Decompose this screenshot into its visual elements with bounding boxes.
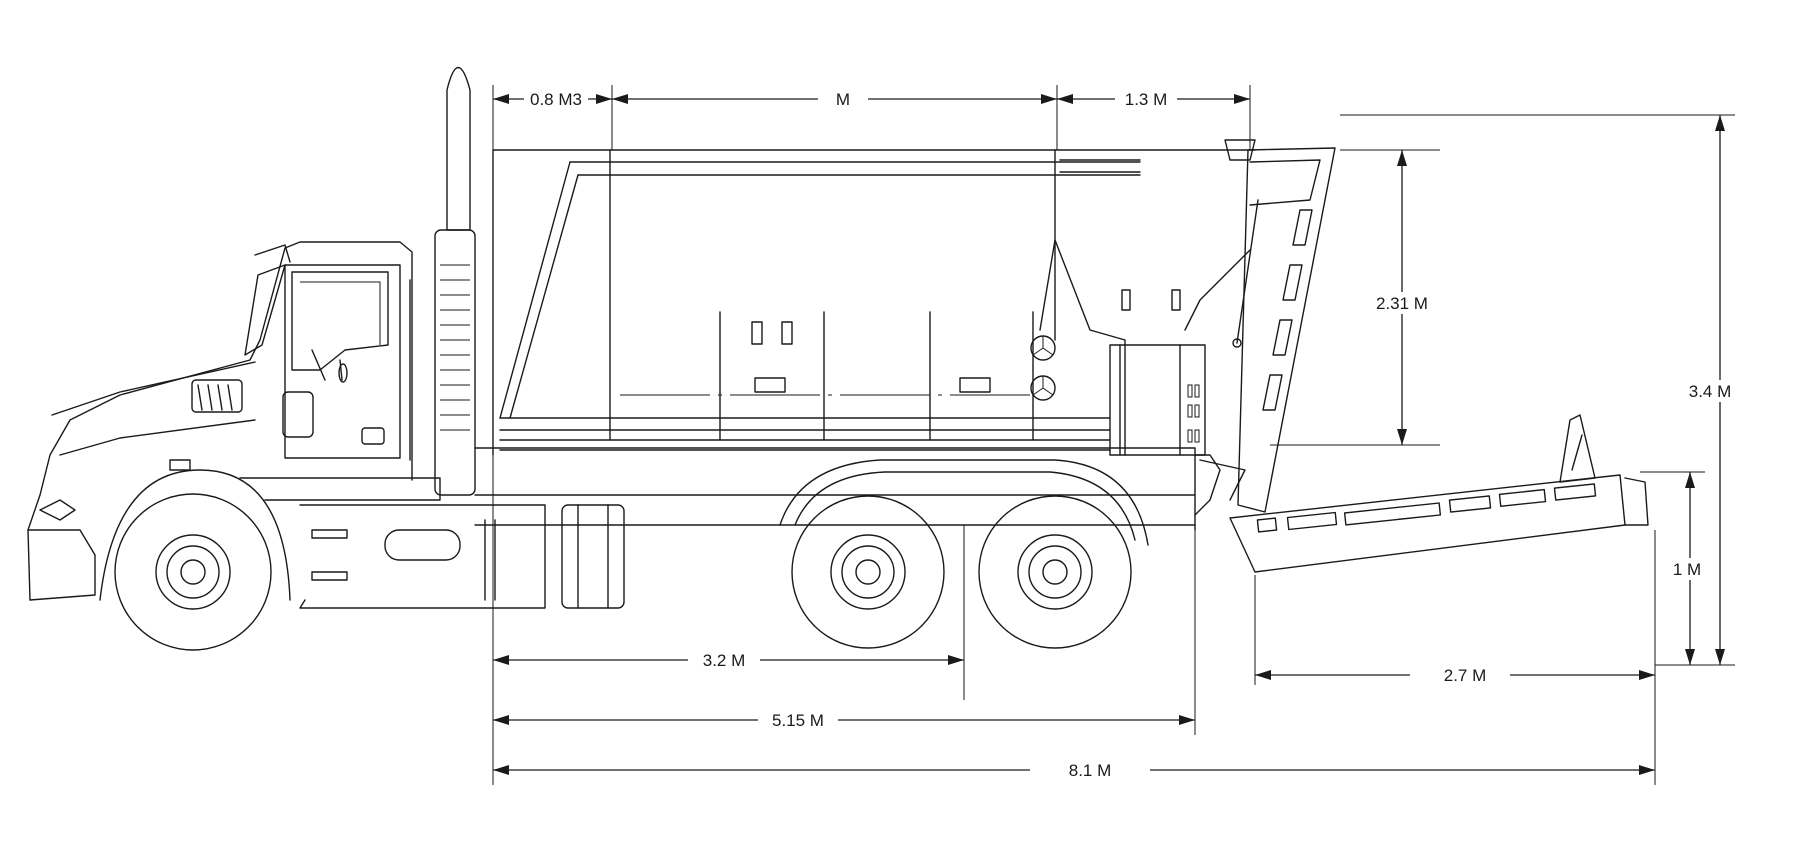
dimension-overall-length: 8.1 M [493,759,1655,781]
dimension-label-frame-length: 5.15 M [772,711,824,730]
dimension-label-overall-height: 3.4 M [1689,382,1732,401]
dimension-hopper-height: 2.31 M [1366,150,1438,445]
dimension-rear-section: 1.3 M [1057,88,1250,110]
dimension-label-body-length: M [836,90,850,109]
exhaust-stack [434,67,476,496]
dimension-label-hopper-height: 2.31 M [1376,294,1428,313]
dimension-label-wheelbase: 3.2 M [703,651,746,670]
rear-wheel-2 [978,495,1132,649]
dimension-label-plow-length: 2.7 M [1444,666,1487,685]
dimension-label-front-section: 0.8 M3 [530,90,582,109]
dimension-label-rear-section: 1.3 M [1125,90,1168,109]
rear-wheel-1 [791,495,945,649]
dimension-label-plow-height: 1 M [1673,560,1701,579]
extension-lines [492,85,1735,785]
dimension-body-length: M [612,88,1057,110]
dimension-overall-height: 3.4 M [1680,115,1742,665]
chassis-frame [299,447,1246,609]
dimension-wheelbase: 3.2 M [493,649,964,671]
dimension-frame-length: 5.15 M [493,709,1195,731]
dimension-plow-length: 2.7 M [1255,664,1655,686]
hopper-body [492,149,1256,456]
dimension-plow-height: 1 M [1666,472,1710,665]
snow-plow [1224,139,1649,573]
truck-cab [27,241,441,601]
dimension-label-overall-length: 8.1 M [1069,761,1112,780]
dimension-front-section: 0.8 M3 [493,88,612,110]
front-wheel [99,469,291,651]
